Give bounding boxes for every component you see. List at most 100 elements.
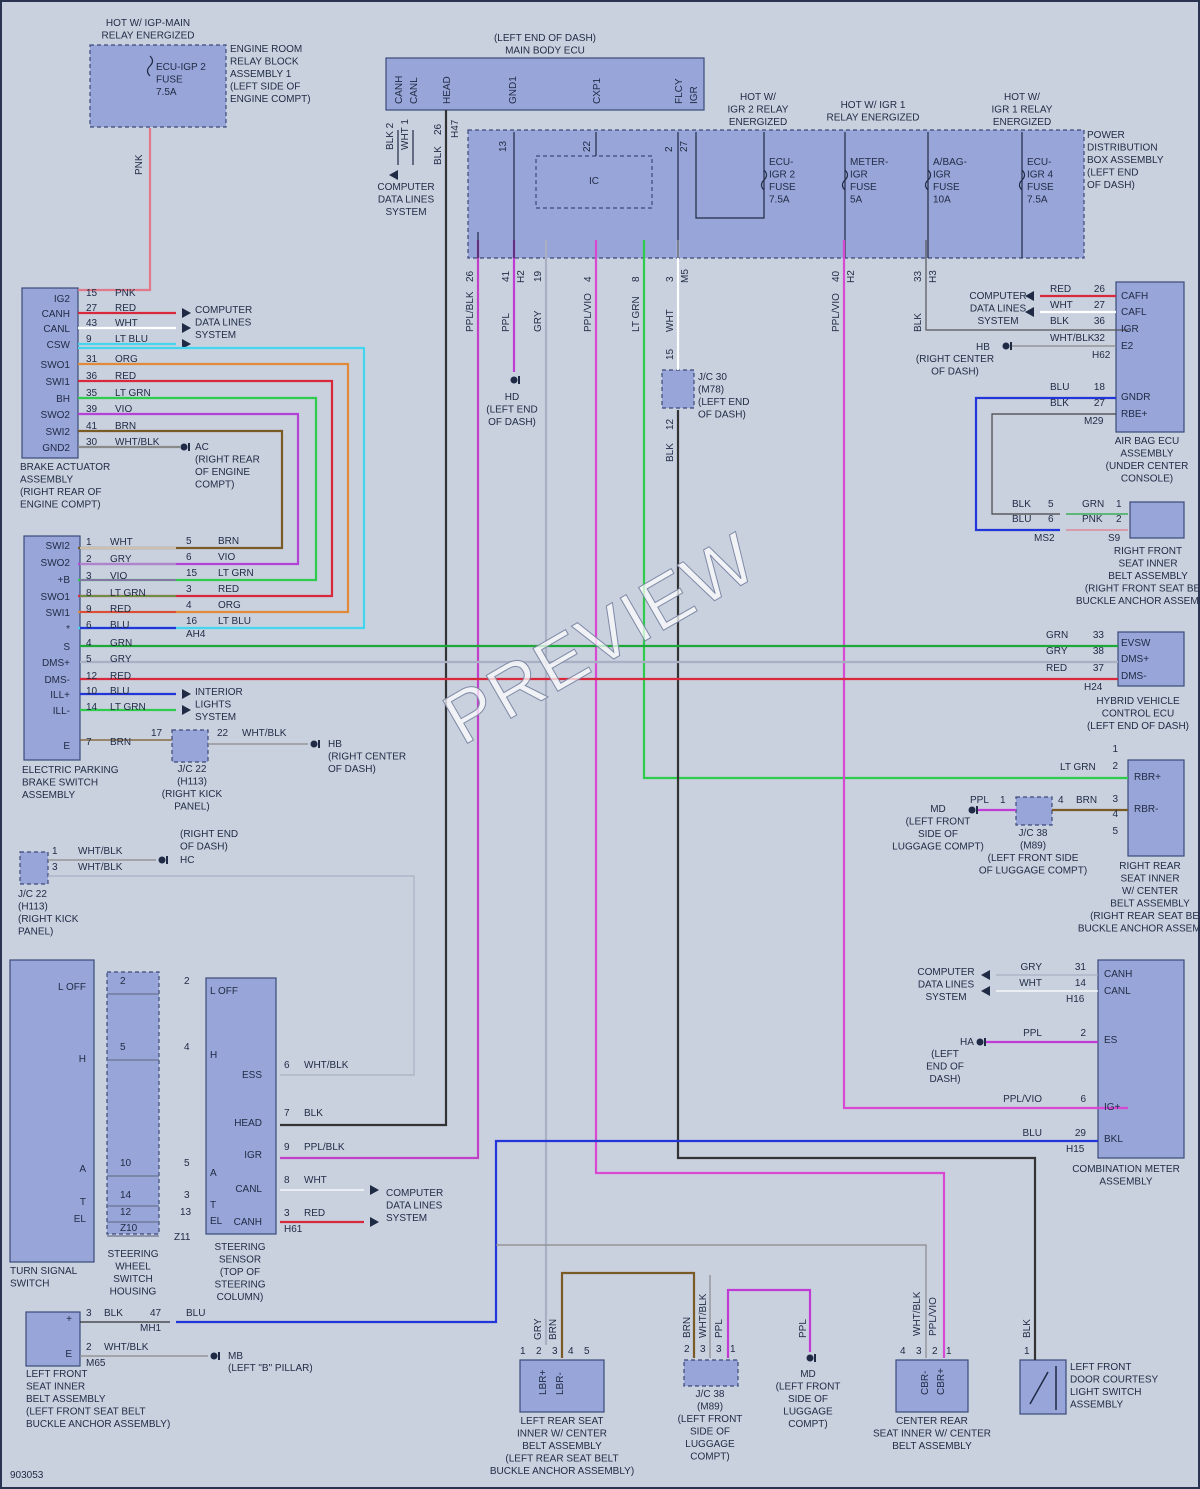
turn-pin: L OFF [58, 982, 86, 993]
main-body-pin: FLCY [674, 78, 685, 104]
jc38-right-label: (M89) [1020, 841, 1046, 852]
pin-num: 5 [1048, 499, 1054, 510]
wire-label: GRY [1046, 646, 1068, 657]
jc22b-label: (RIGHT KICK [18, 914, 79, 925]
wire-label: GRN [110, 638, 132, 649]
pdb-title: (LEFT END [1087, 168, 1139, 179]
airbag-label: (UNDER CENTER [1106, 461, 1189, 472]
airbag-pin: GNDR [1121, 392, 1150, 403]
ha-ground-icon [976, 1038, 984, 1046]
md-bottom-label: (LEFT FRONT [776, 1382, 841, 1393]
main-body-title: MAIN BODY ECU [505, 46, 585, 57]
epb-pin: +B [57, 575, 70, 586]
relay-label: ENERGIZED [729, 117, 787, 128]
conn-label: MH1 [140, 1323, 162, 1334]
pdb-title: DISTRIBUTION [1087, 143, 1158, 154]
arrow-icon [182, 705, 191, 715]
computer-data-label: DATA LINES [195, 318, 252, 329]
conn-label: MS2 [1034, 533, 1055, 544]
wire-label: ORG [115, 354, 138, 365]
wire-label: WHT/BLK [1050, 333, 1095, 344]
sensor-pin: H [210, 1050, 217, 1061]
pin-num: 1 [1112, 744, 1118, 755]
fuse-label: FUSE [850, 182, 877, 193]
jc22b-label: J/C 22 [18, 889, 47, 900]
steering-sensor-box [205, 977, 277, 1235]
pin-num: 2 [664, 146, 675, 152]
turn-signal-label: TURN SIGNAL [10, 1266, 78, 1277]
md-right-label: (LEFT FRONT [906, 817, 971, 828]
sensor-pin: A [210, 1168, 217, 1179]
conn-label: H16 [1066, 994, 1085, 1005]
wire-label: GRY [533, 310, 544, 332]
jc38-bottom-label: SIDE OF [690, 1427, 730, 1438]
pin-num: 6 [284, 1060, 290, 1071]
sensor-pin: EL [210, 1216, 223, 1227]
lf-seat-label: BELT ASSEMBLY [26, 1394, 106, 1405]
engine-relay-label: ENGINE COMPT) [230, 94, 311, 105]
epb-pin: DMS- [44, 675, 70, 686]
turn-signal-box [9, 959, 95, 1263]
relay-label: IGR 2 RELAY [728, 105, 789, 116]
pin-num: 16 [186, 616, 198, 627]
lr-seat-box [519, 1359, 605, 1413]
wire-blu-bkl [176, 1139, 1098, 1324]
wire-ppl-md [726, 1288, 812, 1358]
fuse-label: METER- [850, 157, 888, 168]
steering-housing-label: STEERING [107, 1249, 158, 1260]
wire-label: BRN [548, 1319, 559, 1340]
wire-label: PNK [1082, 514, 1103, 525]
rr-seat-label: BUCKLE ANCHOR ASSEMBLY) [1078, 924, 1200, 935]
arrow-icon [1025, 307, 1034, 317]
fuse-label: FUSE [769, 182, 796, 193]
lf-seat-label: LEFT FRONT [26, 1369, 87, 1380]
main-body-title: (LEFT END OF DASH) [494, 33, 596, 44]
pin-num: 26 [433, 123, 444, 135]
pdb-internal [695, 132, 765, 219]
wire-label: BLK [1012, 499, 1031, 510]
ha-label: END OF [926, 1062, 964, 1073]
brake-actuator-label: ENGINE COMPT) [20, 500, 101, 511]
wire-label: WHT/BLK [78, 862, 123, 873]
airbag-pin: CAFH [1121, 291, 1148, 302]
fuse-label: FUSE [933, 182, 960, 193]
wire-label: WHT [115, 318, 138, 329]
pin-num: 4 [184, 1042, 190, 1053]
jc38-bottom-label: LUGGAGE [685, 1439, 735, 1450]
lr-seat-label: BUCKLE ANCHOR ASSEMBLY) [490, 1466, 634, 1477]
pin-num: 4 [900, 1346, 906, 1357]
pin-num: 27 [86, 303, 98, 314]
center-pin: CBR- [920, 1371, 931, 1395]
arrow-down-icon [389, 170, 398, 180]
arrow-icon [182, 308, 191, 318]
lr-seat-label: (LEFT REAR SEAT BELT [505, 1454, 618, 1465]
airbag-label: CONSOLE) [1121, 474, 1173, 485]
epb-pin: SWO2 [41, 558, 71, 569]
epb-label: ASSEMBLY [22, 790, 75, 801]
pin-num: 3 [284, 1208, 290, 1219]
rf-seat-label: BELT ASSEMBLY [1108, 571, 1188, 582]
arrow-icon [1025, 291, 1034, 301]
wire-label: RED [115, 371, 136, 382]
wire-label: WHT/BLK [912, 1291, 923, 1336]
airbag-label: AIR BAG ECU [1115, 436, 1179, 447]
wire-label: PPL/BLK [465, 291, 476, 332]
fuse-label: IGR [850, 170, 868, 181]
wire-label: RED [110, 671, 131, 682]
rr-seat-label: BELT ASSEMBLY [1110, 899, 1190, 910]
main-body-ecu [385, 57, 705, 111]
hv-pin: EVSW [1121, 638, 1151, 649]
pin-num: 15 [86, 288, 98, 299]
arrow-icon [981, 970, 990, 980]
conn-label: Z11 [174, 1232, 191, 1243]
wire-label: LT GRN [1060, 762, 1096, 773]
pin-num: 18 [1094, 382, 1106, 393]
pin-num: 8 [86, 588, 92, 599]
engine-relay-block [89, 44, 227, 128]
fuse-label: 7.5A [1027, 195, 1048, 206]
pin-num: 3 [665, 276, 676, 282]
wire-label: GRY [1021, 962, 1043, 973]
wire-label: BLK [304, 1108, 323, 1119]
pin-num: 2 [86, 554, 92, 565]
